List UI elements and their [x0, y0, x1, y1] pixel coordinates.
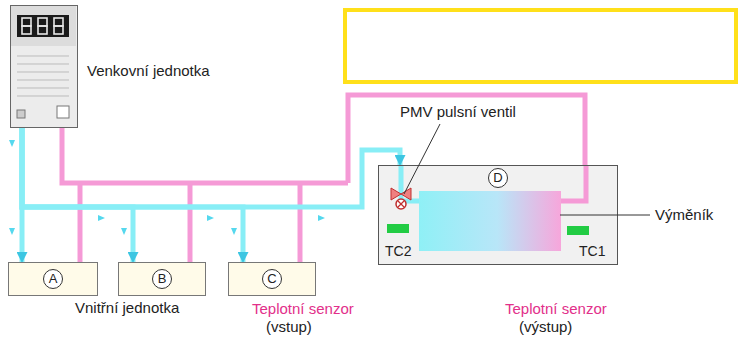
indoor-unit: C	[228, 262, 316, 296]
leader-line	[404, 124, 440, 194]
temperature-sensor	[387, 224, 409, 233]
yellow-frame	[345, 10, 736, 82]
refrigerant-pipe	[22, 128, 133, 262]
exchanger-unit: D TC2 TC1	[378, 165, 618, 265]
unit-letter: B	[152, 269, 172, 289]
temperature-sensor	[567, 226, 589, 235]
refrigerant-pipe	[20, 128, 25, 262]
unit-label: Venkovní jednotka	[87, 62, 210, 80]
valve-label: PMV pulsní ventil	[400, 103, 516, 121]
sensor-label: Teplotní senzor	[505, 300, 607, 318]
sensor-name: TC1	[579, 242, 605, 260]
sensor-label: Teplotní senzor	[252, 300, 354, 318]
unit-caption: Vnitřní jednotka	[75, 299, 179, 317]
sensor-name: TC2	[385, 242, 411, 260]
unit-letter: A	[43, 269, 63, 289]
sensor-note: (vstup)	[266, 318, 312, 336]
exchanger-label: Výměník	[655, 206, 713, 224]
refrigerant-pipe	[22, 128, 400, 207]
unit-letter: C	[262, 269, 282, 289]
sensor-note: (výstup)	[519, 318, 572, 336]
outdoor-unit: Venkovní jednotka	[10, 5, 78, 128]
flow-arrows	[9, 140, 325, 235]
hot-pipes	[62, 95, 585, 262]
indoor-unit: A	[8, 262, 98, 296]
pmv-valve	[391, 188, 411, 209]
unit-letter: D	[488, 168, 508, 188]
refrigerant-pipe	[22, 128, 243, 262]
heat-exchanger	[419, 191, 561, 251]
leader-line	[560, 215, 650, 216]
outdoor-unit-illustration	[11, 6, 76, 126]
indoor-unit: B	[118, 262, 206, 296]
